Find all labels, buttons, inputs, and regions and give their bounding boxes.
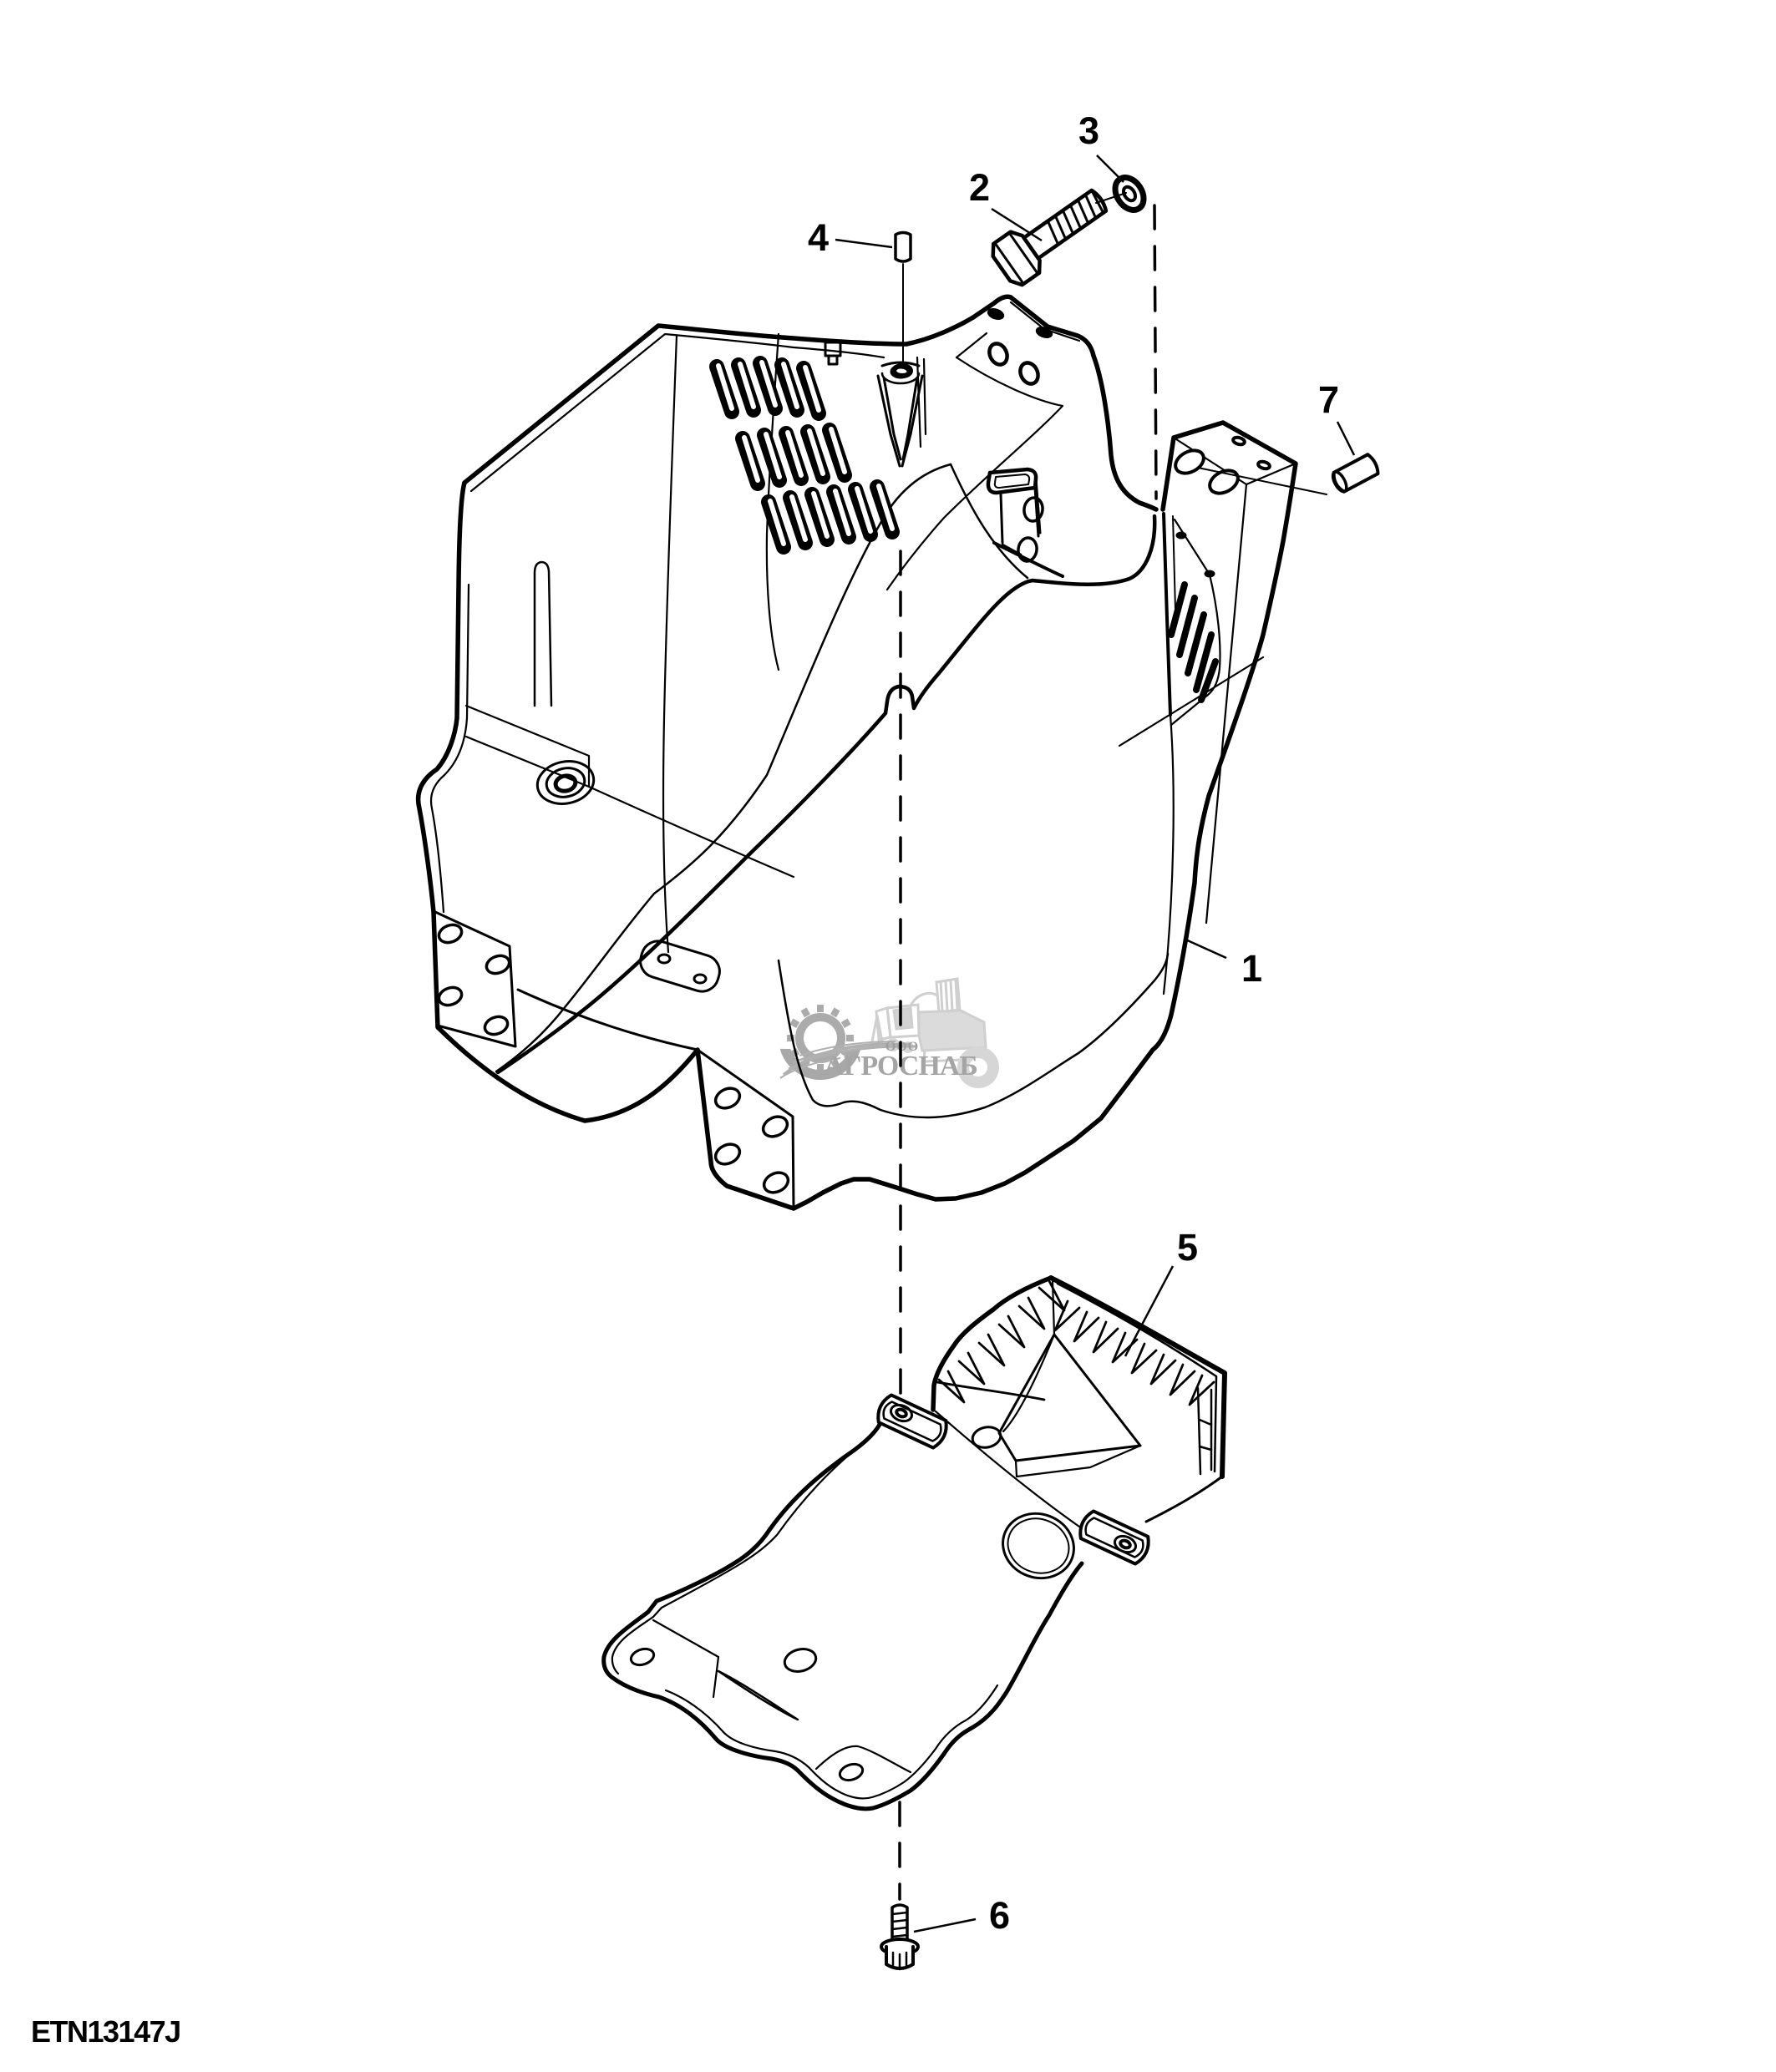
svg-text:ETN13147J: ETN13147J xyxy=(31,2014,180,2049)
svg-text:1: 1 xyxy=(1241,947,1262,990)
svg-text:4: 4 xyxy=(808,216,829,259)
svg-text:6: 6 xyxy=(989,1894,1010,1937)
svg-text:2: 2 xyxy=(969,166,990,209)
svg-text:3: 3 xyxy=(1078,109,1099,152)
svg-text:5: 5 xyxy=(1177,1226,1198,1269)
svg-text:7: 7 xyxy=(1318,378,1339,421)
